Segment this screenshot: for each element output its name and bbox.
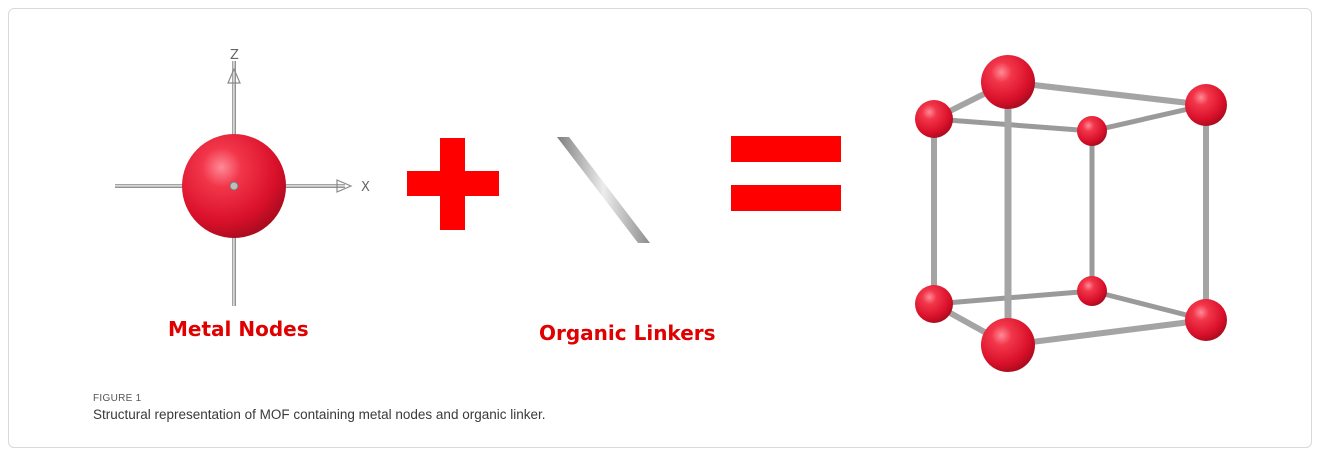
framework-node bbox=[915, 100, 953, 138]
linker-rod bbox=[557, 137, 650, 243]
framework-node bbox=[981, 318, 1035, 372]
x-axis-label: X bbox=[361, 180, 370, 195]
framework-node bbox=[915, 285, 953, 323]
framework-rod bbox=[1008, 320, 1206, 345]
organic-linkers-label: Organic Linkers bbox=[539, 321, 716, 345]
metal-nodes-label: Metal Nodes bbox=[168, 317, 309, 341]
figure-caption: FIGURE 1 Structural representation of MO… bbox=[93, 393, 1193, 422]
framework-node bbox=[1185, 84, 1227, 126]
equals-icon bbox=[731, 136, 841, 211]
figure-panel: Z X Metal Nodes Organic Linkers bbox=[8, 8, 1312, 448]
framework-node bbox=[1185, 299, 1227, 341]
organic-linker-illustration: Organic Linkers bbox=[539, 137, 716, 345]
figure-number: FIGURE 1 bbox=[93, 393, 1193, 404]
framework-rod bbox=[934, 291, 1092, 304]
node-axis-hole bbox=[230, 182, 238, 190]
framework-node bbox=[1077, 116, 1107, 146]
framework-node bbox=[981, 55, 1035, 109]
z-axis-label: Z bbox=[230, 48, 239, 63]
mof-framework-illustration bbox=[915, 55, 1227, 372]
framework-rod bbox=[1008, 82, 1206, 105]
framework-node bbox=[1077, 276, 1107, 306]
framework-rod bbox=[934, 119, 1092, 131]
mof-diagram: Z X Metal Nodes Organic Linkers bbox=[9, 9, 1312, 448]
caption-text: Structural representation of MOF contain… bbox=[93, 407, 1193, 422]
plus-icon bbox=[407, 138, 499, 230]
metal-node-illustration: Z X Metal Nodes bbox=[115, 48, 370, 341]
